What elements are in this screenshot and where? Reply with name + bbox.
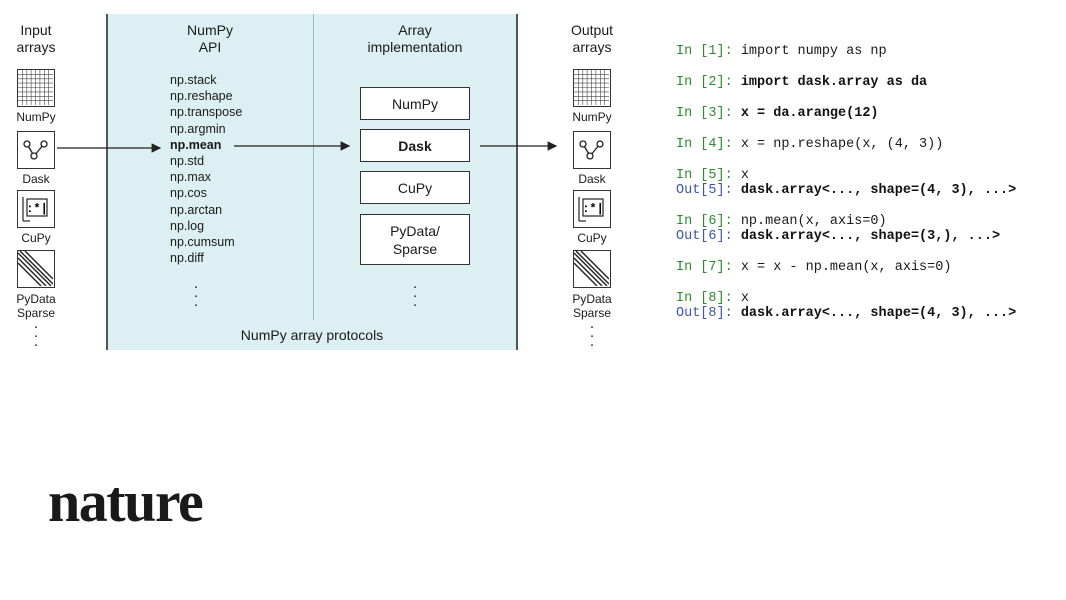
api-function-item: np.max <box>170 170 211 185</box>
code-cell: In [1]: import numpy as np <box>676 44 887 59</box>
api-function-item: np.cumsum <box>170 235 235 250</box>
in-prompt: In [2]: <box>676 75 741 90</box>
numpy-grid-icon-output <box>573 69 611 107</box>
code-cell: In [4]: x = np.reshape(x, (4, 3)) <box>676 137 943 152</box>
flow-arrows <box>57 141 558 153</box>
impl-label-sparse: PyData/ Sparse <box>390 222 440 257</box>
impl-box-dask: Dask <box>360 129 470 162</box>
api-function-item: np.argmin <box>170 121 226 136</box>
api-function-item: np.arctan <box>170 202 223 217</box>
cupy-gpu-icon: :*| <box>17 190 55 228</box>
in-prompt: In [6]: <box>676 214 741 229</box>
code-input: x = da.arange(12) <box>740 106 879 121</box>
output-arrays-header: Output arrays <box>570 22 614 55</box>
api-function-item: np.diff <box>170 251 204 266</box>
input-label-sparse: PyData Sparse <box>16 292 56 320</box>
sparse-matrix-icon <box>17 250 55 288</box>
output-label-dask: Dask <box>578 172 606 186</box>
input-label-numpy: NumPy <box>16 110 56 124</box>
api-function-item: np.stack <box>170 73 217 87</box>
in-prompt: In [1]: <box>676 44 741 59</box>
code-input: x = np.reshape(x, (4, 3)) <box>740 137 944 152</box>
cupy-gpu-icon-output: :*| <box>573 190 611 228</box>
api-function-item: np.reshape <box>170 89 233 104</box>
code-cell: In [2]: import dask.array as da <box>676 75 927 90</box>
api-function-item: np.log <box>170 218 205 233</box>
api-function-item: np.std <box>170 154 205 169</box>
output-label-numpy: NumPy <box>572 110 612 124</box>
dask-graph-icon <box>17 131 55 169</box>
input-ellipsis: · · · <box>33 318 39 353</box>
code-output: dask.array<..., shape=(4, 3), ...> <box>740 183 1017 198</box>
impl-label-dask: Dask <box>398 137 432 154</box>
in-prompt: In [3]: <box>676 106 741 121</box>
numpy-grid-icon <box>17 69 55 107</box>
code-input: x <box>740 291 749 306</box>
api-function-item: np.cos <box>170 186 207 201</box>
sparse-matrix-icon-output <box>573 250 611 288</box>
code-input: np.mean(x, axis=0) <box>740 214 887 229</box>
impl-box-sparse: PyData/ Sparse <box>360 214 470 265</box>
numpy-api-header: NumPy API <box>187 22 233 55</box>
api-function-item: np.transpose <box>170 105 243 120</box>
svg-text::*|: :*| <box>26 202 48 216</box>
panel-divider <box>313 14 314 320</box>
input-label-dask: Dask <box>22 172 50 186</box>
input-label-cupy: CuPy <box>21 231 51 245</box>
api-function-item: np.mean <box>170 137 222 152</box>
input-arrays-header: Input arrays <box>16 22 56 55</box>
output-label-sparse: PyData Sparse <box>572 292 612 320</box>
code-input: x <box>740 168 749 183</box>
code-cell: In [7]: x = x - np.mean(x, axis=0) <box>676 260 951 275</box>
impl-ellipsis: · · · <box>412 278 418 313</box>
code-output: dask.array<..., shape=(3,), ...> <box>740 229 1001 244</box>
output-label-cupy: CuPy <box>577 231 607 245</box>
nature-logo: nature <box>48 469 204 534</box>
in-prompt: In [7]: <box>676 260 741 275</box>
output-ellipsis: · · · <box>589 318 595 353</box>
out-prompt: Out[6]: <box>676 229 741 244</box>
impl-label-cupy: CuPy <box>397 179 433 196</box>
impl-label-numpy: NumPy <box>392 95 438 112</box>
dask-graph-icon-output <box>573 131 611 169</box>
in-prompt: In [8]: <box>676 291 741 306</box>
impl-box-cupy: CuPy <box>360 171 470 204</box>
svg-text::*|: :*| <box>582 202 604 216</box>
out-prompt: Out[8]: <box>676 306 741 321</box>
code-input: x = x - np.mean(x, axis=0) <box>740 260 952 275</box>
code-input: import dask.array as da <box>740 75 928 90</box>
impl-box-numpy: NumPy <box>360 87 470 120</box>
array-implementation-header: Array implementation <box>367 22 463 55</box>
code-cell: In [6]: np.mean(x, axis=0)Out[6]: dask.a… <box>676 214 1000 244</box>
out-prompt: Out[5]: <box>676 183 741 198</box>
in-prompt: In [5]: <box>676 168 741 183</box>
numpy-array-protocols-label: NumPy array protocols <box>240 327 384 343</box>
code-input: import numpy as np <box>740 44 887 59</box>
code-cell: In [3]: x = da.arange(12) <box>676 106 879 121</box>
in-prompt: In [4]: <box>676 137 741 152</box>
code-output: dask.array<..., shape=(4, 3), ...> <box>740 306 1017 321</box>
api-ellipsis: · · · <box>193 278 199 313</box>
